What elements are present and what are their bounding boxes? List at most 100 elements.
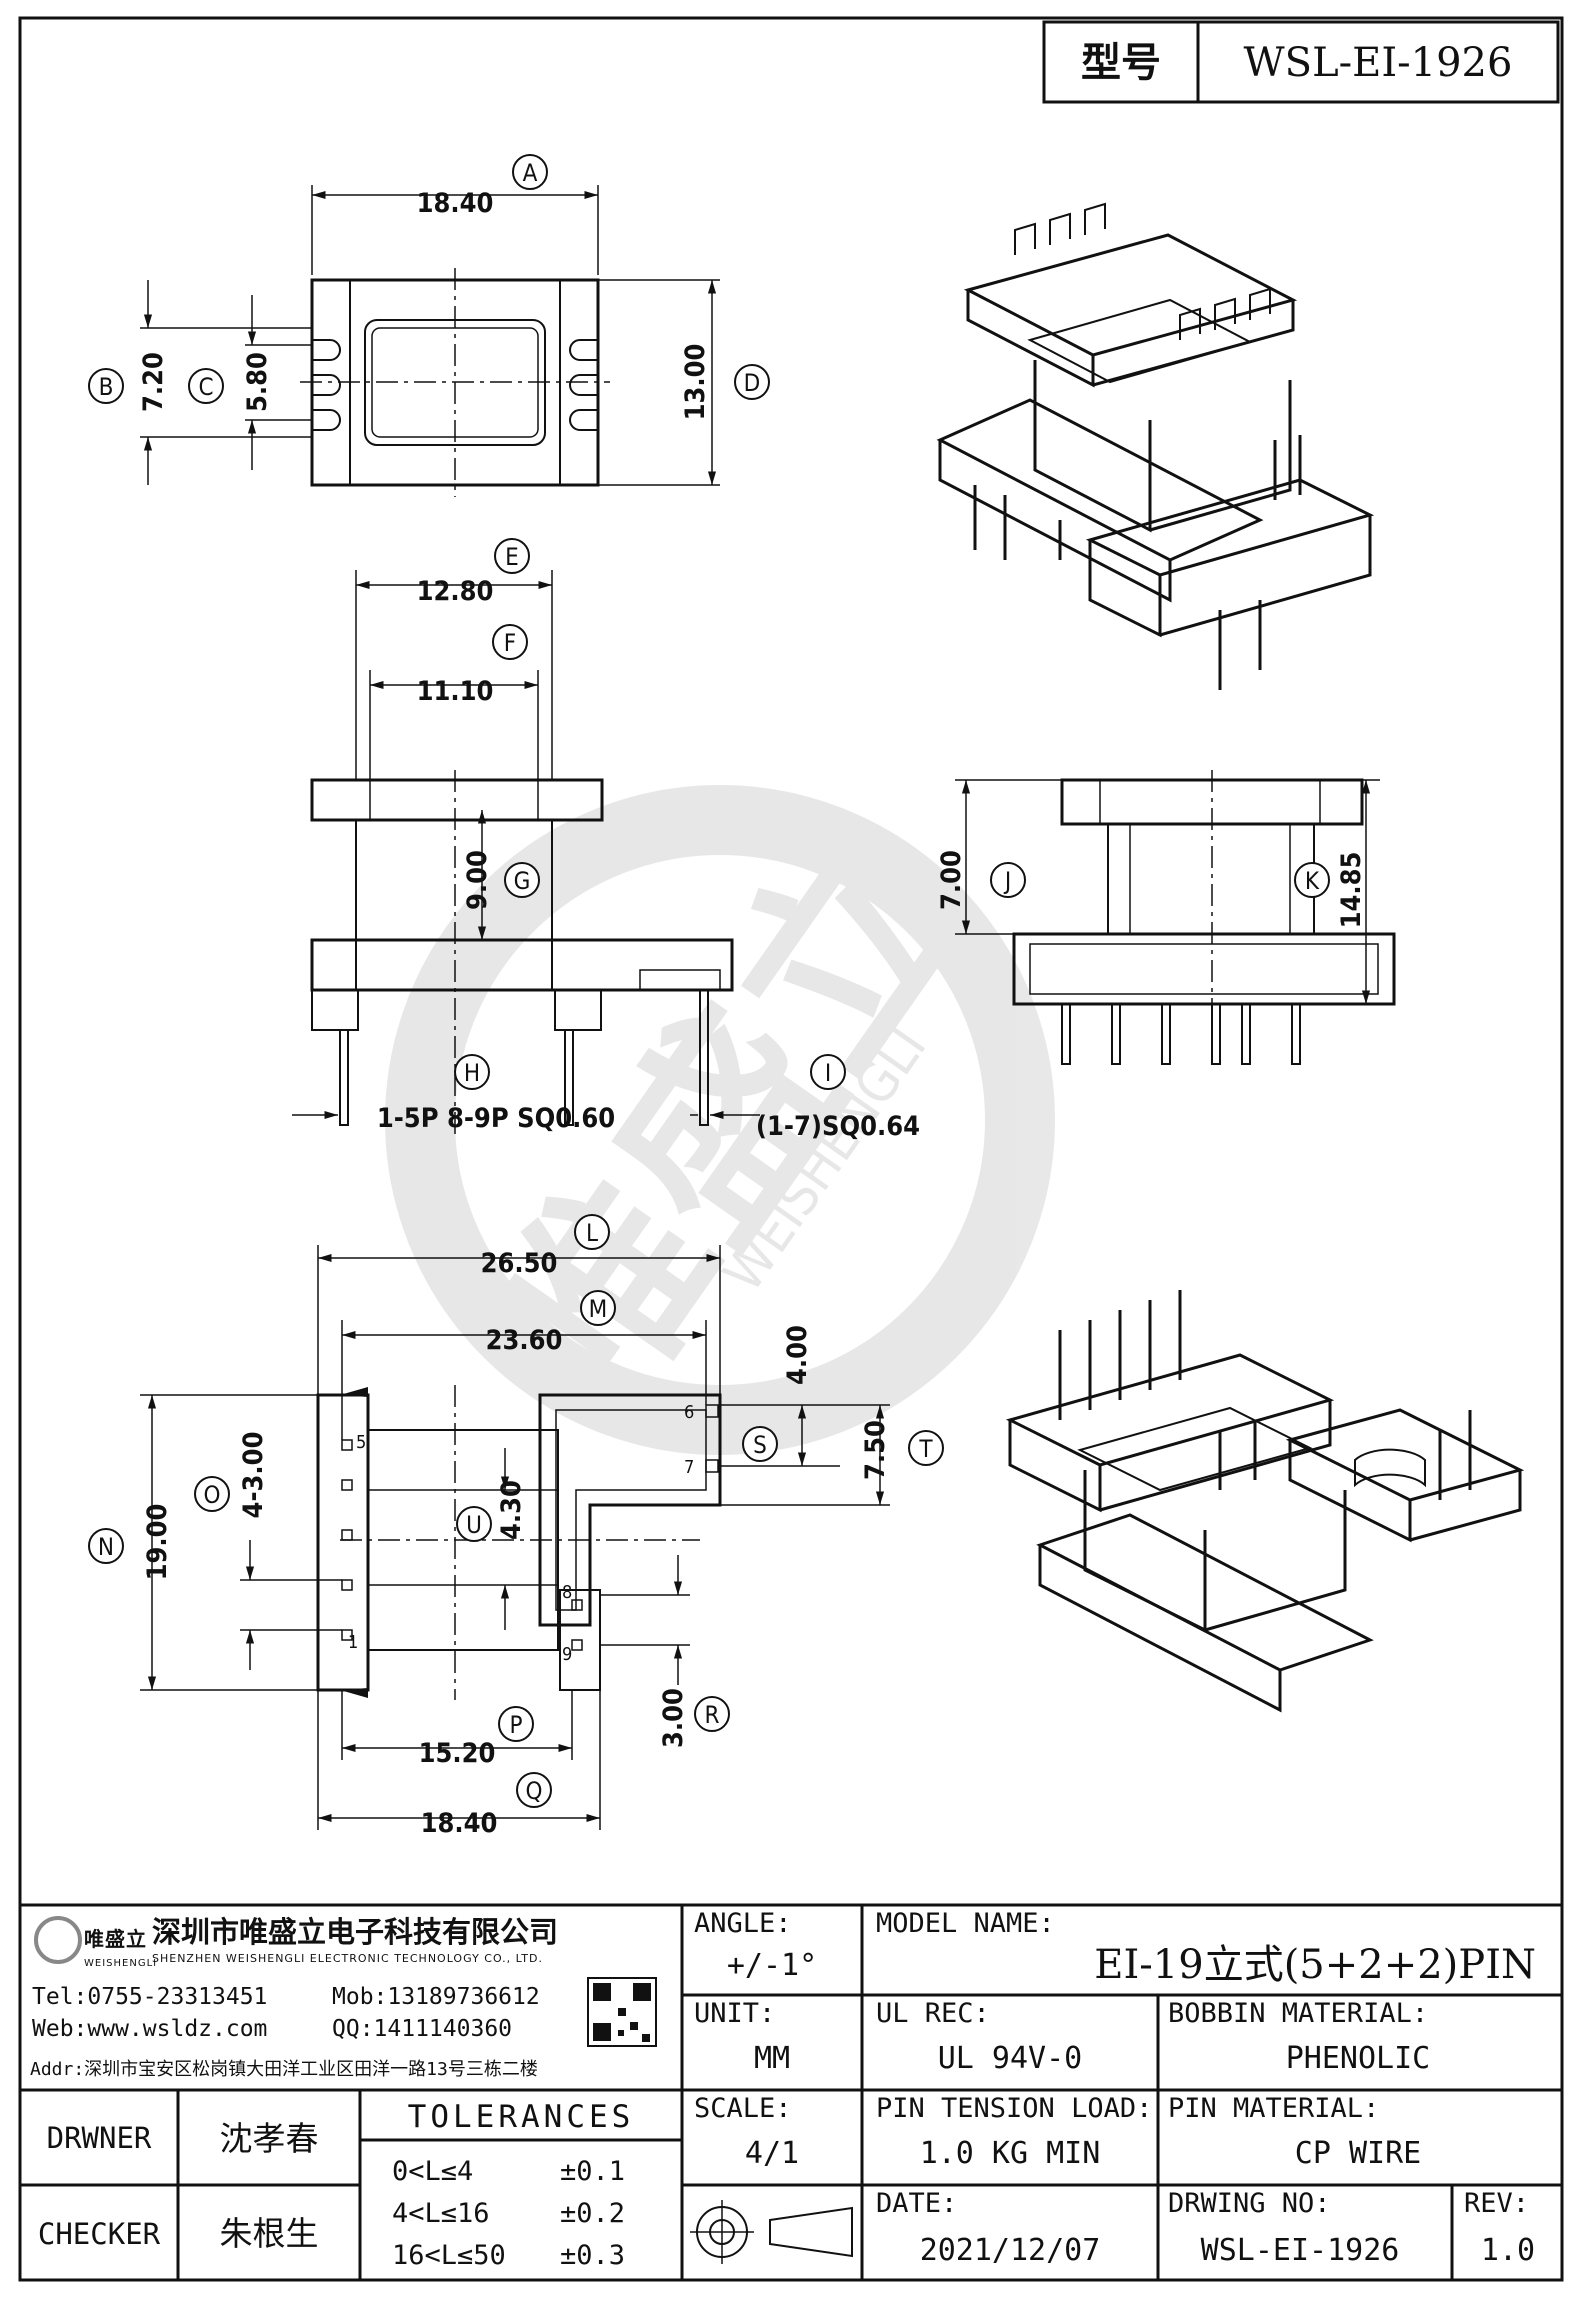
dim-G-id: G — [514, 867, 531, 895]
angle-value: +/-1° — [727, 1948, 817, 1983]
pin-5-label: 5 — [356, 1432, 366, 1453]
dim-Q-callout — [516, 1772, 552, 1808]
pin-material-label: PIN MATERIAL: — [1168, 2093, 1379, 2124]
dim-B-callout — [88, 368, 124, 404]
dim-H-callout — [454, 1054, 490, 1090]
dim-J-id: J — [1003, 867, 1011, 895]
type-label: 型号 — [1081, 39, 1161, 86]
unit-value: MM — [754, 2041, 790, 2076]
tension-value: 1.0 KG MIN — [920, 2136, 1101, 2171]
date-value: 2021/12/07 — [920, 2233, 1101, 2268]
isometric-view-top — [936, 202, 1375, 690]
model-header: 型号 WSL-EI-1926 — [1042, 20, 1560, 104]
dim-H-value: 1-5P 8-9P SQ0.60 — [377, 1103, 615, 1134]
dim-T-callout — [908, 1430, 944, 1466]
tolerance-value-3: ±0.3 — [560, 2240, 625, 2271]
bottom-view — [140, 1245, 890, 1830]
dim-G-callout — [504, 862, 540, 898]
dim-D-id: D — [744, 369, 761, 397]
projection-symbol — [690, 2200, 853, 2264]
dim-S-value: 4.00 — [782, 1325, 813, 1385]
drawer-value: 沈孝春 — [220, 2119, 319, 2158]
dim-K-callout — [1294, 862, 1330, 898]
revision-label: REV: — [1464, 2188, 1529, 2219]
checker-label: CHECKER — [38, 2217, 161, 2251]
tolerances-label: TOLERANCES — [408, 2099, 635, 2135]
pin-9-label: 9 — [562, 1644, 572, 1665]
dim-I-id: I — [825, 1059, 831, 1087]
company-logo-sub: WEISHENGLI — [84, 1958, 157, 1969]
drawing-number-label: DRWING NO: — [1168, 2188, 1331, 2219]
dim-N-callout — [88, 1528, 124, 1564]
dim-A-id: A — [523, 159, 538, 187]
dim-F-value: 11.10 — [417, 676, 494, 707]
dim-L-callout — [574, 1214, 610, 1250]
front-view — [292, 570, 760, 1140]
company-logo-text: 唯盛立 — [84, 1927, 147, 1951]
model-value: EI-19立式(5+2+2)PIN — [1094, 1942, 1536, 1988]
dim-L-value: 26.50 — [481, 1248, 558, 1279]
dim-H-id: H — [464, 1059, 480, 1087]
angle-label: ANGLE: — [694, 1908, 792, 1939]
tolerance-range-3: 16<L≤50 — [392, 2240, 506, 2271]
dim-P-id: P — [509, 1711, 522, 1739]
dim-C-callout — [188, 368, 224, 404]
tolerance-range-2: 4<L≤16 — [392, 2198, 490, 2229]
tolerance-range-1: 0<L≤4 — [392, 2156, 473, 2187]
top-view — [140, 185, 720, 497]
company-name-en: SHENZHEN WEISHENGLI ELECTRONIC TECHNOLOG… — [152, 1952, 543, 1965]
dim-D-callout — [734, 364, 770, 400]
dim-G-value: 9.00 — [462, 850, 493, 910]
title-block — [20, 1903, 1562, 2280]
dim-Q-id: Q — [526, 1777, 543, 1805]
ul-label: UL REC: — [876, 1998, 990, 2029]
qr-code — [587, 1977, 657, 2047]
dim-R-value: 3.00 — [658, 1688, 689, 1748]
dim-B-id: B — [99, 373, 114, 401]
company-mob: Mob:13189736612 — [332, 1984, 540, 2010]
dim-E-id: E — [505, 543, 519, 571]
dim-S-id: S — [753, 1431, 767, 1459]
dim-M-id: M — [589, 1295, 608, 1323]
drawing-number-value: WSL-EI-1926 — [1201, 2233, 1400, 2268]
scale-value: 4/1 — [745, 2136, 799, 2171]
pin-material-value: CP WIRE — [1295, 2136, 1421, 2171]
dim-D-value: 13.00 — [680, 344, 711, 421]
dim-F-callout — [492, 624, 528, 660]
bobbin-label: BOBBIN MATERIAL: — [1168, 1998, 1428, 2029]
outer-border — [18, 16, 1564, 2282]
dim-O-callout — [194, 1476, 230, 1512]
dim-P-callout — [498, 1706, 534, 1742]
pin-1-label: 1 — [348, 1632, 358, 1653]
dim-T-id: T — [918, 1435, 933, 1463]
date-label: DATE: — [876, 2188, 957, 2219]
dim-K-value: 14.85 — [1336, 852, 1367, 929]
dim-P-value: 15.20 — [419, 1738, 496, 1769]
dim-O-value: 4-3.00 — [238, 1432, 269, 1519]
dim-L-id: L — [586, 1219, 598, 1247]
dim-M-callout — [580, 1290, 616, 1326]
dim-T-value: 7.50 — [860, 1420, 891, 1480]
tolerance-value-1: ±0.1 — [560, 2156, 625, 2187]
company-tel: Tel:0755-23313451 — [32, 1984, 267, 2010]
dim-E-value: 12.80 — [417, 576, 494, 607]
dim-M-value: 23.60 — [486, 1325, 563, 1356]
company-name-cn: 深圳市唯盛立电子科技有限公司 — [152, 1915, 558, 1949]
type-value: WSL-EI-1926 — [1244, 40, 1513, 86]
dim-J-callout — [990, 862, 1026, 898]
dim-C-id: C — [198, 373, 213, 401]
dim-N-value: 19.00 — [142, 1504, 173, 1581]
dim-C-value: 5.80 — [242, 352, 273, 412]
side-view — [955, 770, 1396, 1065]
dim-F-id: F — [504, 629, 516, 657]
checker-value: 朱根生 — [220, 2214, 319, 2253]
dim-J-value: 7.00 — [936, 850, 967, 910]
dim-N-id: N — [98, 1533, 114, 1561]
revision-value: 1.0 — [1481, 2233, 1535, 2268]
dim-Q-value: 18.40 — [421, 1808, 498, 1839]
dim-R-callout — [694, 1696, 730, 1732]
drawer-label: DRWNER — [47, 2121, 152, 2155]
dim-O-id: O — [204, 1481, 221, 1509]
tolerance-value-2: ±0.2 — [560, 2198, 625, 2229]
